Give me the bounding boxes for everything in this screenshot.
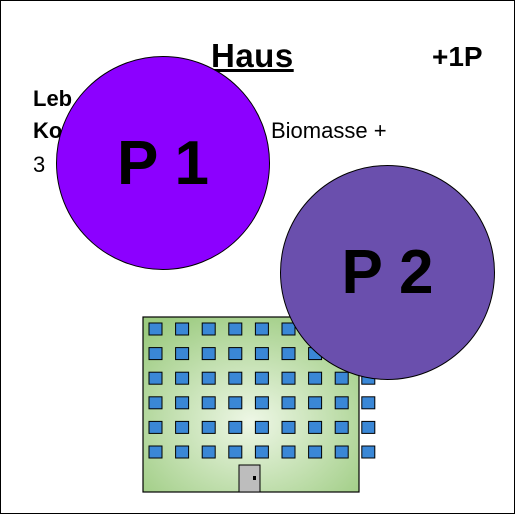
card-title: Haus	[211, 37, 294, 74]
building-window	[175, 420, 190, 434]
building-window	[254, 371, 269, 385]
building-window	[175, 445, 190, 459]
card-text-line-2-right: Biomasse +	[271, 118, 387, 143]
building-window	[175, 347, 190, 361]
building-window	[254, 396, 269, 410]
building-window	[148, 322, 163, 336]
card-text-line-1: Leb	[33, 86, 73, 111]
building-window	[175, 322, 190, 336]
building-window	[175, 371, 190, 385]
player-1-token[interactable]: P 1	[56, 56, 270, 270]
building-window	[201, 347, 216, 361]
building-window	[228, 371, 243, 385]
building-window	[334, 420, 349, 434]
building-window	[281, 347, 296, 361]
points-bonus: +1P	[432, 41, 483, 72]
building-window	[201, 322, 216, 336]
building-windows	[148, 322, 376, 459]
building-window	[334, 445, 349, 459]
player-1-label: P 1	[117, 128, 209, 198]
building-window	[201, 396, 216, 410]
door-handle	[253, 476, 256, 480]
player-2-token[interactable]: P 2	[280, 165, 495, 380]
building-window	[254, 322, 269, 336]
building-window	[334, 396, 349, 410]
building-window	[254, 420, 269, 434]
card-text-line-3: 3	[33, 152, 46, 177]
building-window	[201, 445, 216, 459]
building-window	[308, 420, 323, 434]
building-door	[238, 464, 261, 493]
building-window	[308, 371, 323, 385]
building-window	[254, 347, 269, 361]
building-window	[254, 445, 269, 459]
building-window	[228, 420, 243, 434]
player-2-label: P 2	[341, 238, 434, 307]
building-window	[361, 396, 376, 410]
building-window	[361, 445, 376, 459]
building-window	[308, 445, 323, 459]
building-window	[281, 371, 296, 385]
building-window	[334, 371, 349, 385]
building-window	[228, 396, 243, 410]
building-window	[361, 420, 376, 434]
building-window	[281, 322, 296, 336]
building-window	[201, 420, 216, 434]
card-text-line-2-left: Ko	[33, 118, 63, 143]
building-window	[148, 371, 163, 385]
building-window	[281, 396, 296, 410]
building-window	[148, 445, 163, 459]
building-window	[308, 396, 323, 410]
building-window	[201, 371, 216, 385]
building-window	[228, 322, 243, 336]
building-window	[175, 396, 190, 410]
building-window	[228, 347, 243, 361]
building-window	[228, 445, 243, 459]
building-window	[281, 420, 296, 434]
building-window	[148, 347, 163, 361]
building-window	[148, 420, 163, 434]
building-window	[281, 445, 296, 459]
building-window	[148, 396, 163, 410]
